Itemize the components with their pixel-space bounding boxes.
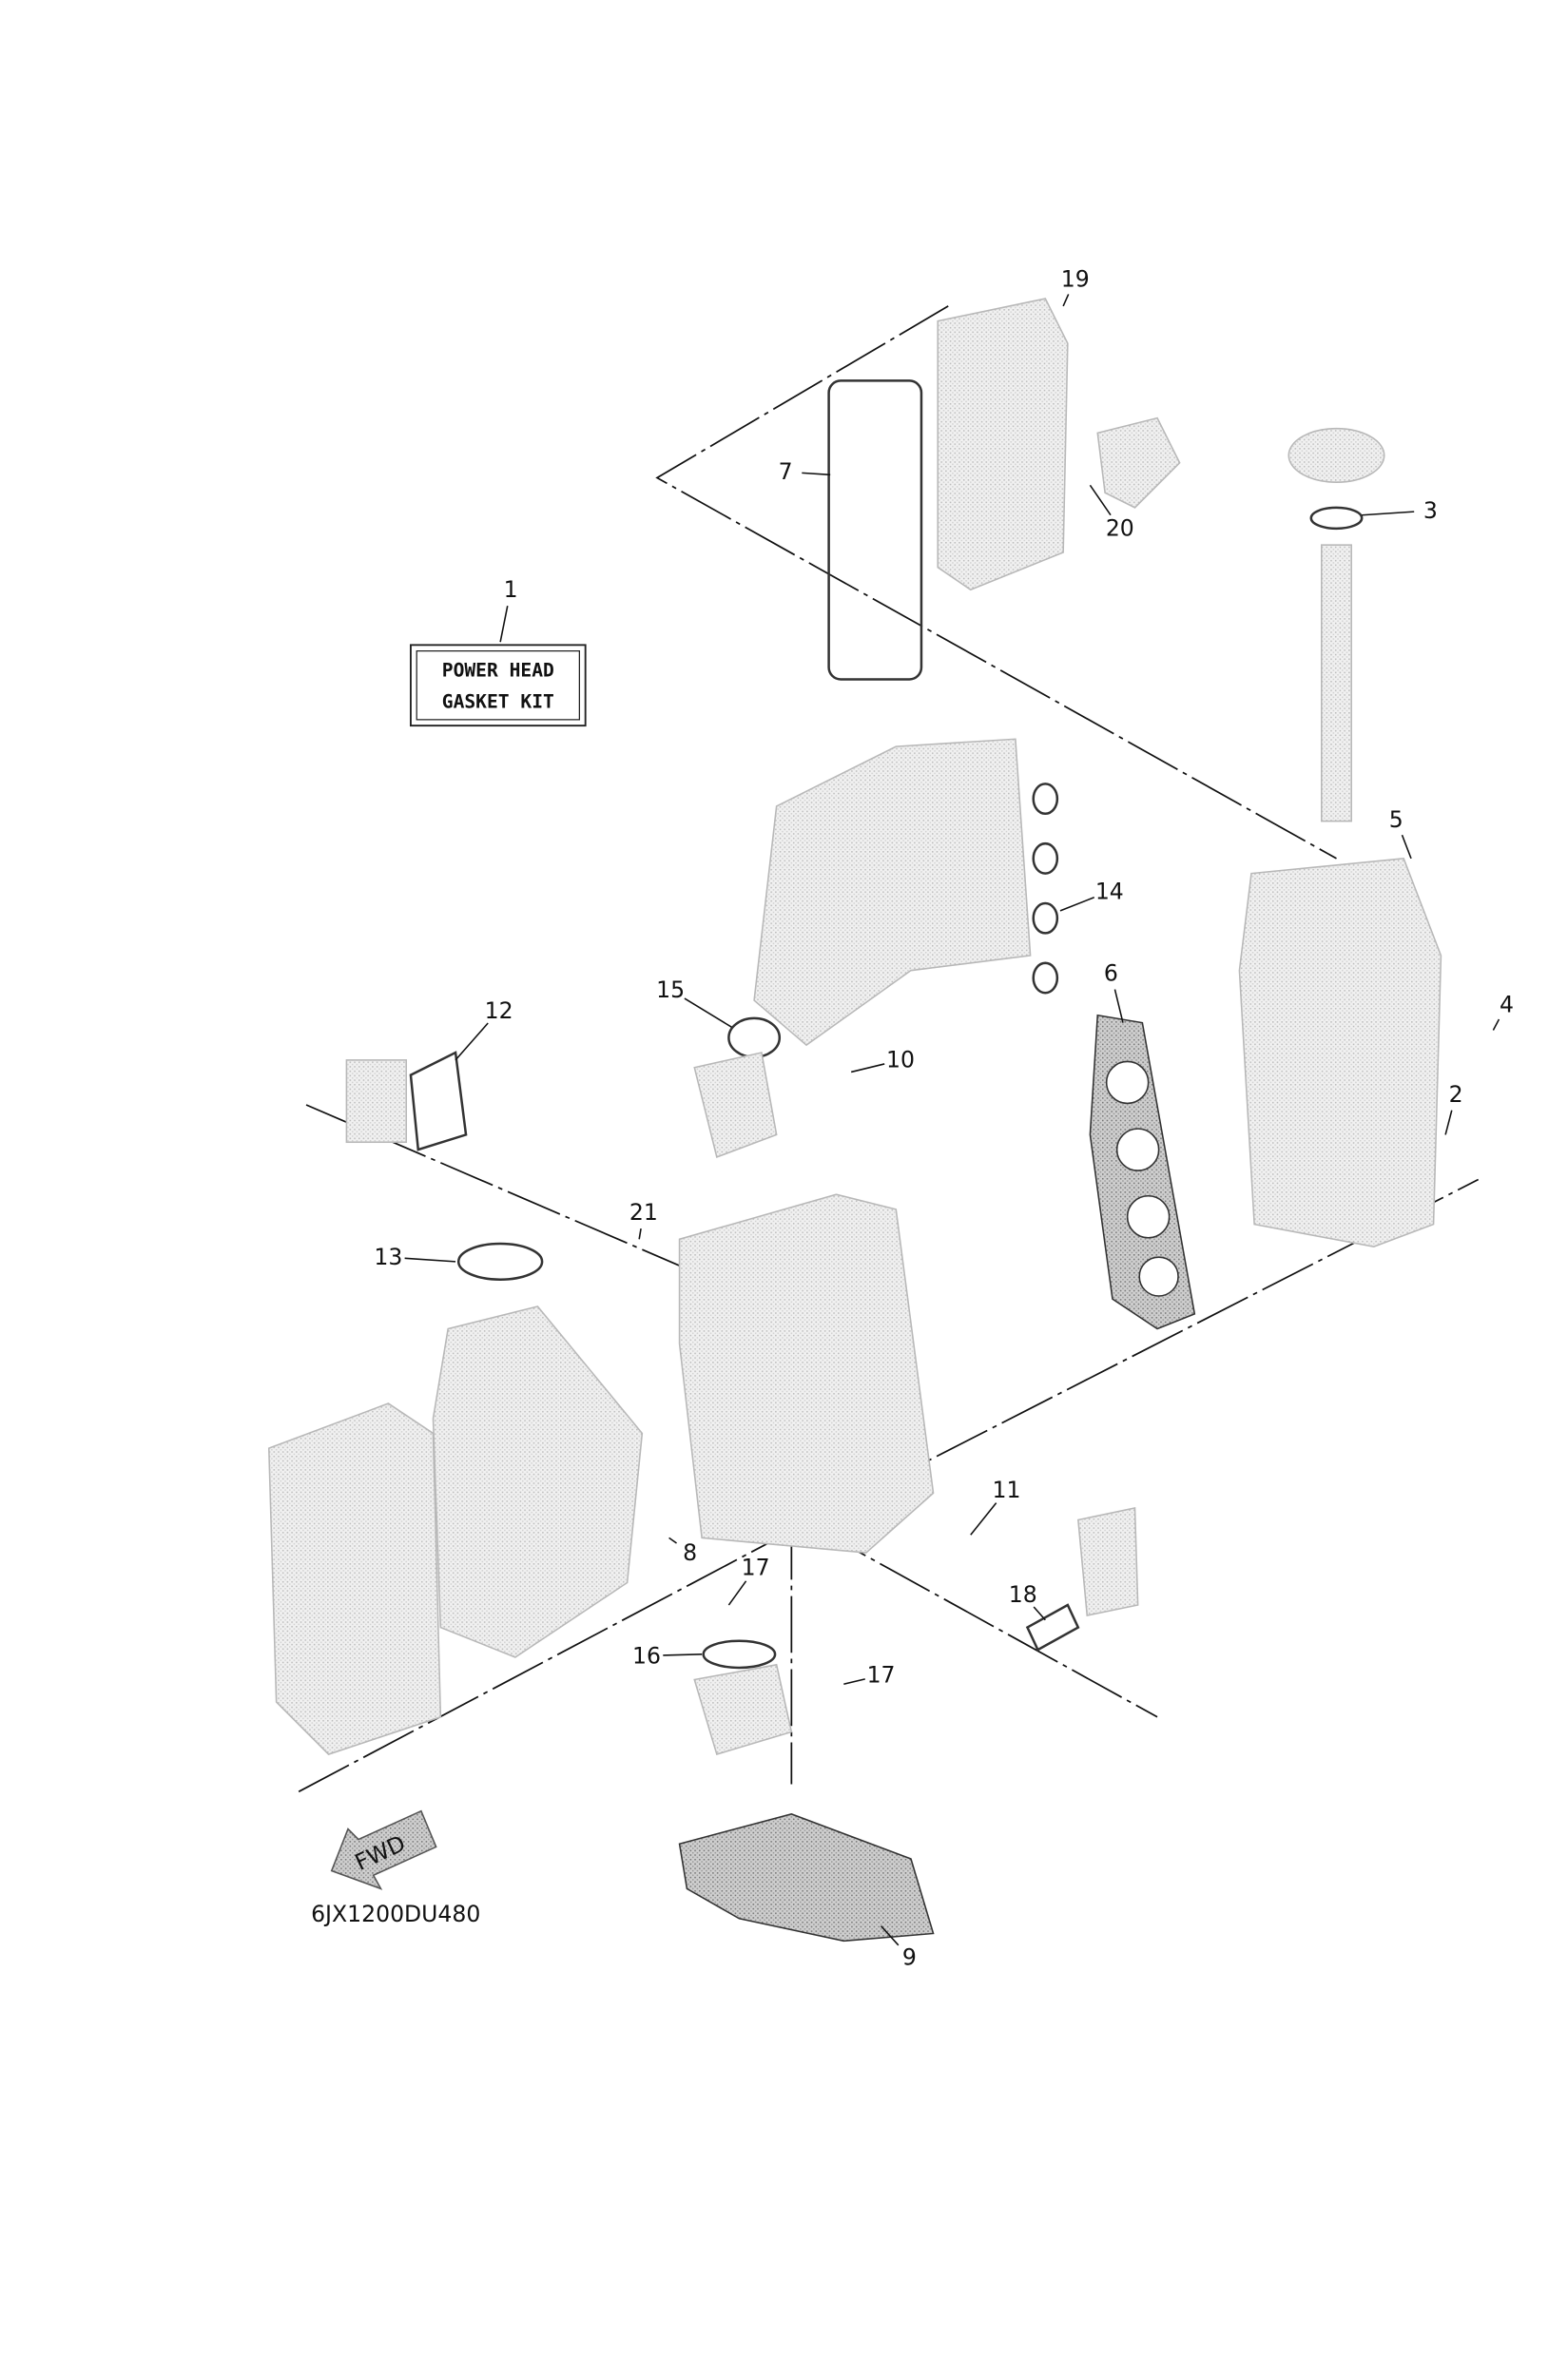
cylinder-head [1238,858,1442,1247]
oil-filter [1076,1506,1139,1616]
callout-17: 17 [727,1555,770,1606]
diagram-code: 6JX1200DU480 [311,1901,480,1927]
callout-16: 16 [632,1642,703,1669]
callout-number: 17 [742,1555,770,1581]
leader-line [404,1257,456,1263]
callout-9: 9 [880,1925,917,1970]
kit-label-line1: POWER HEAD [442,659,554,681]
leader-line [1033,1606,1046,1621]
callout-17: 17 [843,1662,896,1689]
pump-housing [693,1663,793,1756]
callout-number: 14 [1095,878,1124,904]
oil-pump-cover [345,1059,408,1144]
callout-19: 19 [1061,265,1090,307]
leader-line [1062,294,1070,307]
leader-line [684,997,732,1029]
cylinder-block [678,1193,935,1554]
callout-8: 8 [668,1537,697,1566]
leader-line [638,1228,642,1240]
callout-number: 7 [779,458,793,485]
callout-number: 1 [504,576,518,603]
callout-number: 21 [629,1199,658,1226]
callout-10: 10 [850,1047,915,1073]
cover-gasket [827,379,923,681]
leader-line [455,1022,489,1061]
callout-7: 7 [779,458,831,485]
callout-11: 11 [970,1477,1020,1536]
gasket-18 [1025,1603,1080,1652]
leader-line [499,606,509,643]
callout-4: 4 [1492,992,1514,1031]
leader-line [663,1653,703,1656]
leader-line [850,1063,885,1073]
callout-number: 5 [1389,806,1403,833]
intake-manifold [753,738,1032,1047]
leader-line [1444,1110,1453,1135]
callout-3: 3 [1362,497,1438,524]
callout-number: 16 [632,1642,661,1669]
callout-number: 18 [1009,1581,1037,1608]
leader-line [668,1537,677,1544]
callout-12: 12 [455,997,513,1061]
cylinder-head-cover [937,298,1181,591]
callout-number: 17 [867,1662,896,1689]
callout-2: 2 [1444,1081,1463,1135]
leader-line [970,1502,997,1536]
leader-line [802,472,831,476]
kit-label-line2: GASKET KIT [442,690,554,712]
leader-line [727,1580,747,1606]
leader-line [1089,484,1112,516]
o-ring-16 [702,1639,777,1670]
leader-line [1401,834,1412,860]
callout-18: 18 [1009,1581,1046,1621]
crankshaft [432,1305,644,1658]
callout-number: 3 [1423,497,1438,524]
callout-number: 12 [485,997,513,1024]
forward-arrow-icon: FWD [330,1809,437,1890]
callout-number: 9 [902,1943,917,1970]
manifold-gasket [1032,783,1059,995]
oil-seal [1309,506,1364,531]
crankcase [267,1402,442,1755]
thermostat-housing [693,1052,778,1158]
o-ring-15 [727,1016,782,1058]
callout-5: 5 [1389,806,1412,860]
leader-line [843,1678,865,1686]
leader-line [880,1925,900,1946]
callout-number: 11 [992,1477,1020,1503]
head-gasket [1089,1014,1196,1330]
callout-number: 15 [656,976,685,1003]
callout-6: 6 [1104,960,1124,1023]
callout-15: 15 [656,976,732,1029]
leader-line [1059,897,1095,912]
gasket-kit-label: POWER HEAD GASKET KIT [409,644,587,727]
callout-number: 20 [1106,515,1134,542]
callout-21: 21 [629,1199,658,1240]
leader-line [1362,511,1415,516]
callout-number: 13 [374,1244,402,1270]
callout-number: 8 [683,1539,697,1566]
camshaft-assembly [1287,427,1385,822]
leader-line [1492,1018,1500,1031]
callout-13: 13 [374,1244,456,1270]
callout-number: 10 [886,1047,915,1073]
callout-number: 6 [1104,960,1118,987]
callout-number: 4 [1500,992,1514,1018]
cover-gasket-12 [409,1051,468,1151]
callout-20: 20 [1089,484,1134,542]
callout-number: 2 [1449,1081,1463,1108]
callout-14: 14 [1059,878,1124,912]
callout-1: 1 [499,576,518,643]
oil-seal-13 [456,1242,544,1281]
callout-number: 19 [1061,265,1090,292]
base-gasket [678,1813,935,1943]
leader-line [1113,989,1124,1023]
